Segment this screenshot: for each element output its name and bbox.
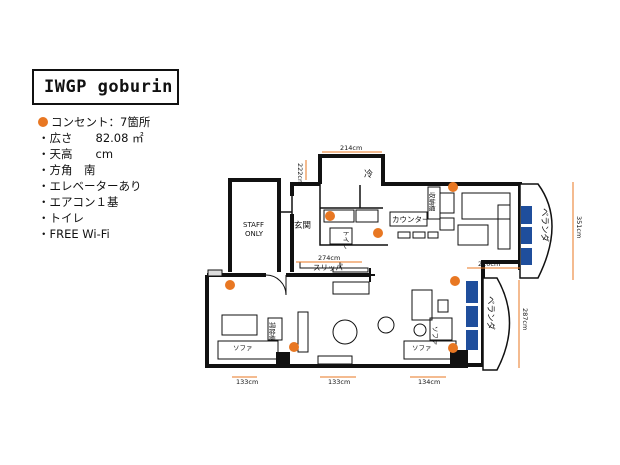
dim-351: 351cm (575, 216, 583, 238)
doorstep (207, 269, 223, 277)
info-area: ・広さ 82.08 ㎡ (38, 131, 144, 145)
counter-label: カウンター (392, 215, 430, 224)
pillar (276, 352, 290, 366)
info-direction: ・方角 南 (38, 163, 96, 177)
dimension-lines (232, 151, 574, 378)
info-list: コンセント：7箇所 ・広さ 82.08 ㎡ ・天高 cm ・方角 南 ・エレベー… (38, 114, 150, 242)
dim-214: 214cm (340, 144, 362, 152)
dim-222: 222cm (296, 163, 304, 185)
veranda-right-label: ベランダ (539, 208, 550, 243)
inner-walls (279, 184, 388, 246)
veranda-lower-label: ベランダ (485, 296, 496, 331)
windows (466, 206, 532, 350)
dimension-labels: 214cm 222cm 274cm 210cm 287cm 351cm 133c… (236, 144, 583, 386)
outlet-icon (448, 182, 458, 192)
pillar (450, 350, 468, 366)
outlet-icon (450, 276, 460, 286)
sofa-label: ソファ (233, 344, 253, 352)
outlet-icon (373, 228, 383, 238)
toilet-label: トイレ (342, 230, 350, 250)
labels: STAFF ONLY 玄関 冷 カウンター スリッパ ソファ ソファ ソファ ト… (233, 168, 550, 352)
dim-274: 274cm (318, 254, 340, 262)
info-ceiling: ・天高 cm (38, 147, 114, 161)
info-toilet: ・トイレ (38, 211, 84, 225)
info-outlets: コンセント：7箇所 (38, 114, 150, 130)
outlets (225, 182, 460, 353)
furniture (217, 186, 511, 365)
outlet-icon (38, 117, 48, 127)
staff-label: STAFF (243, 221, 264, 229)
info-aircon: ・エアコン１基 (38, 195, 119, 209)
dim-134: 134cm (418, 378, 440, 386)
entrance-label: 玄関 (294, 220, 311, 231)
sofa-label: ソファ (412, 344, 432, 352)
outlet-icon (325, 211, 335, 221)
cleaner-label: 掃除機 (268, 322, 277, 342)
page-title: IWGP goburin (32, 69, 179, 105)
info-elevator: ・エレベーターあり (38, 179, 142, 193)
info-wifi: ・FREE Wi-Fi (38, 227, 110, 241)
staff-label-2: ONLY (245, 230, 264, 238)
dim-287: 287cm (521, 308, 529, 330)
sofa-label: ソファ (431, 326, 439, 346)
outlet-icon (448, 343, 458, 353)
storage-label: 収納棚 (428, 192, 437, 212)
outlet-icon (225, 280, 235, 290)
dim-133a: 133cm (236, 378, 258, 386)
fridge-label: 冷 (364, 168, 373, 180)
door-arc (265, 274, 287, 296)
dim-210: 210cm (478, 260, 500, 268)
veranda-lower (482, 277, 511, 371)
slippers-label: スリッパ (313, 263, 343, 272)
dim-133b: 133cm (328, 378, 350, 386)
outlet-icon (289, 342, 299, 352)
